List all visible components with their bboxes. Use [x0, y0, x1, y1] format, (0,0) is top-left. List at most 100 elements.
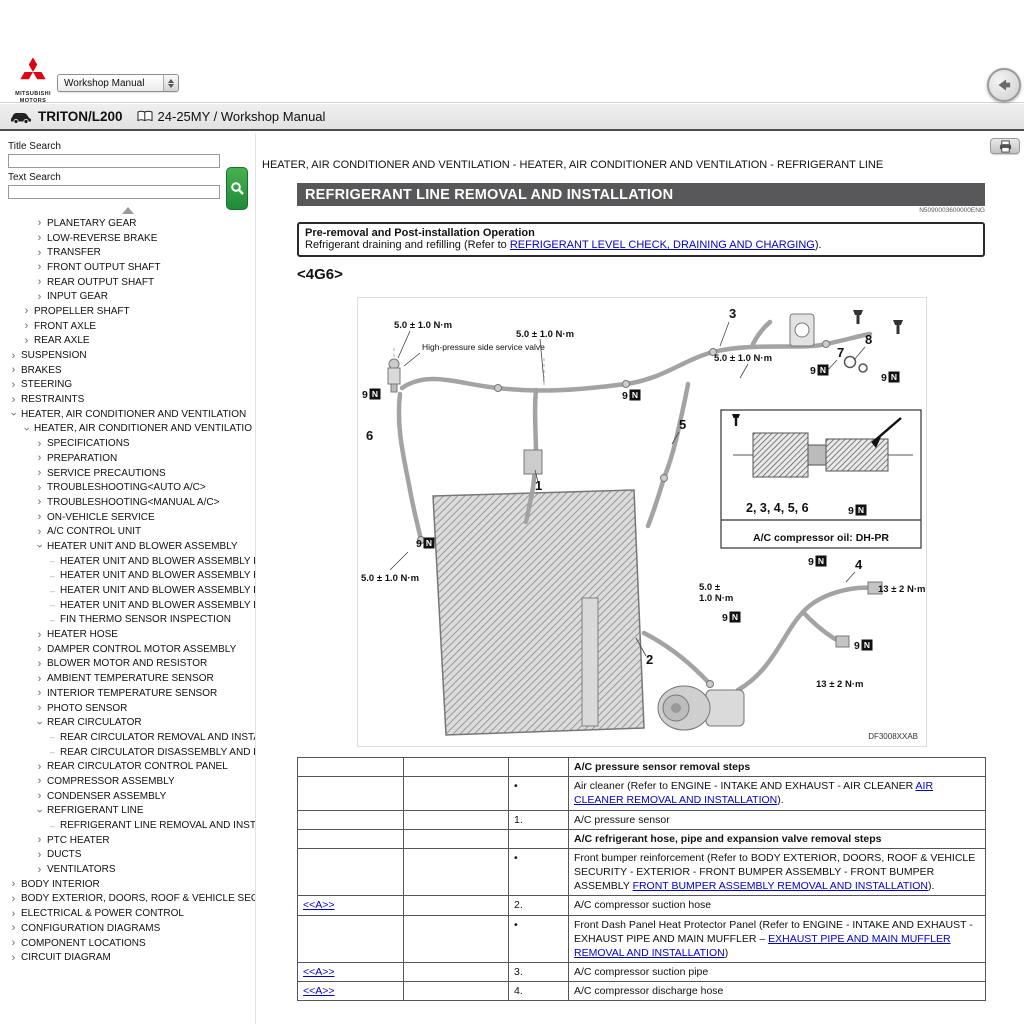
- tree-item[interactable]: ›SPECIFICATIONS: [0, 436, 255, 451]
- tree-item[interactable]: ›TRANSFER: [0, 245, 255, 260]
- tree-item[interactable]: –REAR CIRCULATOR REMOVAL AND INSTALL: [0, 730, 255, 745]
- tree-item[interactable]: ›BRAKES: [0, 363, 255, 378]
- step-anchor-link[interactable]: <<A>>: [303, 985, 335, 998]
- workshop-manual-select[interactable]: Workshop Manual: [57, 74, 179, 92]
- tree-item[interactable]: ›DAMPER CONTROL MOTOR ASSEMBLY: [0, 642, 255, 657]
- chevron-right-icon[interactable]: ›: [37, 863, 42, 876]
- tree-item[interactable]: –REFRIGERANT LINE REMOVAL AND INSTAL: [0, 818, 255, 833]
- tree-item[interactable]: ›VENTILATORS: [0, 862, 255, 877]
- chevron-right-icon[interactable]: ›: [37, 481, 42, 494]
- chevron-right-icon[interactable]: ›: [11, 937, 16, 950]
- tree-item[interactable]: ›HEATER HOSE: [0, 627, 255, 642]
- chevron-right-icon[interactable]: ›: [37, 775, 42, 788]
- tree-item[interactable]: ›REAR OUTPUT SHAFT: [0, 275, 255, 290]
- chevron-right-icon[interactable]: ›: [11, 393, 16, 406]
- chevron-right-icon[interactable]: ›: [37, 702, 42, 715]
- tree-item[interactable]: ›TROUBLESHOOTING<AUTO A/C>: [0, 480, 255, 495]
- tree-item[interactable]: ›INPUT GEAR: [0, 289, 255, 304]
- chevron-right-icon[interactable]: ›: [37, 246, 42, 259]
- tree-item[interactable]: ›RESTRAINTS: [0, 392, 255, 407]
- step-anchor-link[interactable]: <<A>>: [303, 899, 335, 912]
- chevron-right-icon[interactable]: ›: [37, 496, 42, 509]
- tree-item[interactable]: ›CONFIGURATION DIAGRAMS: [0, 921, 255, 936]
- chevron-right-icon[interactable]: ›: [24, 334, 29, 347]
- chevron-right-icon[interactable]: ›: [37, 643, 42, 656]
- chevron-right-icon[interactable]: ›: [11, 892, 16, 905]
- chevron-right-icon[interactable]: ›: [37, 628, 42, 641]
- refer-link[interactable]: FRONT BUMPER ASSEMBLY REMOVAL AND INSTAL…: [632, 880, 928, 893]
- chevron-right-icon[interactable]: ›: [11, 878, 16, 891]
- chevron-right-icon[interactable]: ›: [24, 320, 29, 333]
- chevron-right-icon[interactable]: ›: [37, 437, 42, 450]
- chevron-right-icon[interactable]: ›: [37, 848, 42, 861]
- tree-item[interactable]: ›PREPARATION: [0, 451, 255, 466]
- back-button[interactable]: [987, 68, 1021, 102]
- chevron-right-icon[interactable]: ›: [37, 760, 42, 773]
- tree-item[interactable]: ›REFRIGERANT LINE: [0, 804, 255, 819]
- chevron-right-icon[interactable]: ›: [37, 232, 42, 245]
- tree-item[interactable]: ›CONDENSER ASSEMBLY: [0, 789, 255, 804]
- tree-item[interactable]: ›BODY EXTERIOR, DOORS, ROOF & VEHICLE SE…: [0, 892, 255, 907]
- tree-item[interactable]: ›REAR CIRCULATOR CONTROL PANEL: [0, 759, 255, 774]
- tree-item[interactable]: ›INTERIOR TEMPERATURE SENSOR: [0, 686, 255, 701]
- chevron-right-icon[interactable]: ›: [11, 907, 16, 920]
- chevron-right-icon[interactable]: ›: [37, 687, 42, 700]
- tree-item[interactable]: ›DUCTS: [0, 848, 255, 863]
- tree-item[interactable]: –HEATER UNIT AND BLOWER ASSEMBLY DIS: [0, 569, 255, 584]
- chevron-right-icon[interactable]: ›: [37, 290, 42, 303]
- chevron-right-icon[interactable]: ›: [37, 261, 42, 274]
- tree-item[interactable]: ›PLANETARY GEAR: [0, 216, 255, 231]
- tree-item[interactable]: –FIN THERMO SENSOR INSPECTION: [0, 613, 255, 628]
- chevron-right-icon[interactable]: ›: [24, 305, 29, 318]
- tree-item[interactable]: ›BLOWER MOTOR AND RESISTOR: [0, 657, 255, 672]
- chevron-down-icon[interactable]: ›: [20, 427, 33, 431]
- tree-item[interactable]: ›COMPONENT LOCATIONS: [0, 936, 255, 951]
- tree-item[interactable]: ›ON-VEHICLE SERVICE: [0, 510, 255, 525]
- chevron-down-icon[interactable]: ›: [7, 412, 20, 417]
- chevron-right-icon[interactable]: ›: [37, 467, 42, 480]
- tree-item[interactable]: ›STEERING: [0, 378, 255, 393]
- tree-item[interactable]: –HEATER UNIT AND BLOWER ASSEMBLY DIS: [0, 583, 255, 598]
- tree-item[interactable]: ›ELECTRICAL & POWER CONTROL: [0, 906, 255, 921]
- tree-item[interactable]: ›REAR AXLE: [0, 334, 255, 349]
- tree-item[interactable]: ›BODY INTERIOR: [0, 877, 255, 892]
- tree-item[interactable]: ›FRONT AXLE: [0, 319, 255, 334]
- tree-item[interactable]: ›COMPRESSOR ASSEMBLY: [0, 774, 255, 789]
- title-search-input[interactable]: [8, 154, 220, 168]
- chevron-right-icon[interactable]: ›: [37, 217, 42, 230]
- chevron-down-icon[interactable]: ›: [33, 720, 46, 725]
- chevron-down-icon[interactable]: ›: [33, 809, 46, 813]
- chevron-right-icon[interactable]: ›: [37, 511, 42, 524]
- tree-item[interactable]: ›PTC HEATER: [0, 833, 255, 848]
- tree-item[interactable]: ›LOW-REVERSE BRAKE: [0, 231, 255, 246]
- chevron-right-icon[interactable]: ›: [11, 922, 16, 935]
- tree-item[interactable]: ›SUSPENSION: [0, 348, 255, 363]
- refrigerant-level-check-link[interactable]: REFRIGERANT LEVEL CHECK, DRAINING AND CH…: [509, 239, 815, 251]
- refer-link[interactable]: EXHAUST PIPE AND MAIN MUFFLER REMOVAL AN…: [574, 932, 951, 959]
- chevron-right-icon[interactable]: ›: [11, 951, 16, 964]
- chevron-right-icon[interactable]: ›: [37, 672, 42, 685]
- tree-item[interactable]: ›HEATER, AIR CONDITIONER AND VENTILATION: [0, 407, 255, 422]
- tree-item[interactable]: ›REAR CIRCULATOR: [0, 715, 255, 730]
- tree-item[interactable]: ›FRONT OUTPUT SHAFT: [0, 260, 255, 275]
- refer-link[interactable]: AIR CLEANER REMOVAL AND INSTALLATION: [574, 780, 934, 807]
- tree-item[interactable]: ›HEATER UNIT AND BLOWER ASSEMBLY: [0, 539, 255, 554]
- step-anchor-link[interactable]: <<A>>: [303, 966, 335, 979]
- tree-item[interactable]: ›PROPELLER SHAFT: [0, 304, 255, 319]
- chevron-down-icon[interactable]: ›: [33, 544, 46, 549]
- chevron-right-icon[interactable]: ›: [11, 364, 16, 377]
- tree-item[interactable]: –HEATER UNIT AND BLOWER ASSEMBLY RE: [0, 554, 255, 569]
- tree-item[interactable]: ›SERVICE PRECAUTIONS: [0, 466, 255, 481]
- tree-item[interactable]: ›AMBIENT TEMPERATURE SENSOR: [0, 671, 255, 686]
- tree-item[interactable]: ›A/C CONTROL UNIT: [0, 524, 255, 539]
- search-button[interactable]: [226, 167, 248, 210]
- chevron-right-icon[interactable]: ›: [37, 525, 42, 538]
- chevron-right-icon[interactable]: ›: [37, 452, 42, 465]
- tree-item[interactable]: ›CIRCUIT DIAGRAM: [0, 950, 255, 965]
- chevron-right-icon[interactable]: ›: [37, 657, 42, 670]
- text-search-input[interactable]: [8, 185, 220, 199]
- tree-scroll-up-icon[interactable]: [121, 207, 134, 214]
- tree-item[interactable]: ›HEATER, AIR CONDITIONER AND VENTILATIO: [0, 422, 255, 437]
- chevron-right-icon[interactable]: ›: [37, 834, 42, 847]
- tree-item[interactable]: ›PHOTO SENSOR: [0, 701, 255, 716]
